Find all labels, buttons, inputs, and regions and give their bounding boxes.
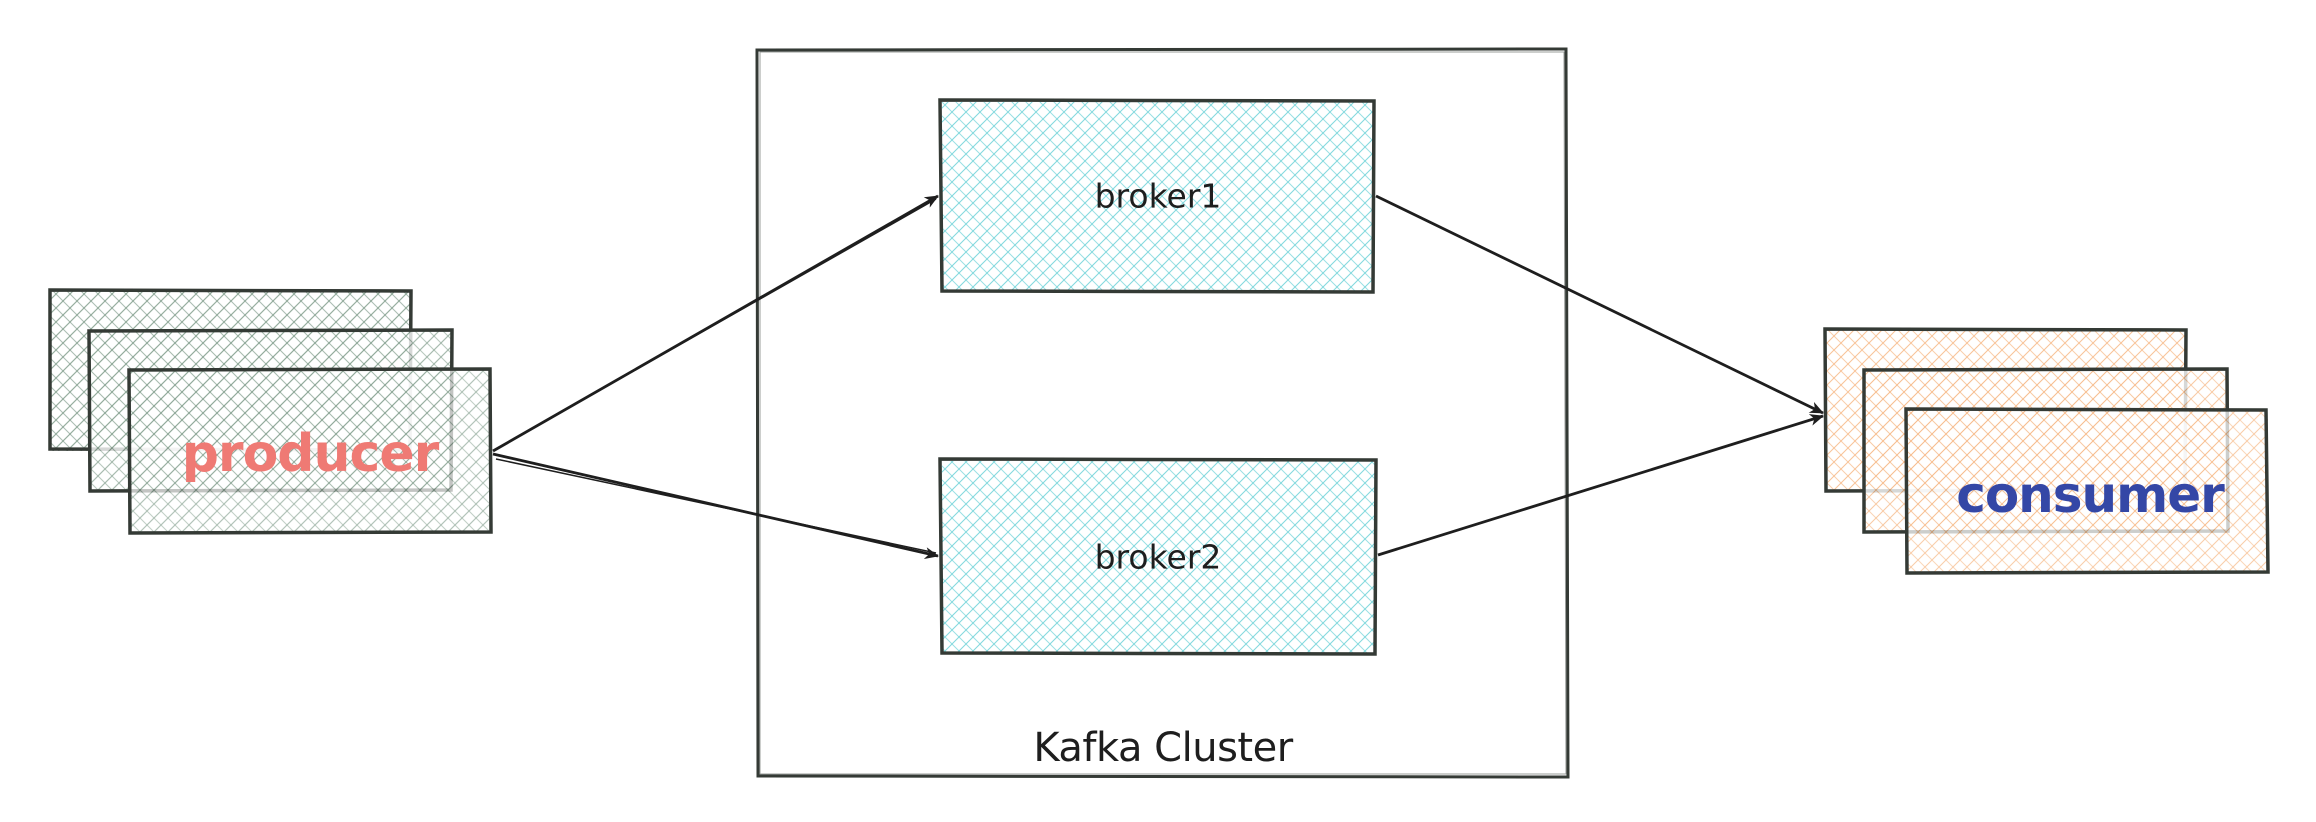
arrow-producer-to-broker2[interactable] [492,452,939,559]
broker1-box[interactable] [938,98,1376,294]
kafka-cluster-box[interactable] [755,47,1570,779]
kafka-cluster-label: Kafka Cluster [1033,725,1293,771]
broker1-label: broker1 [1094,176,1222,216]
arrow-producer-to-broker1[interactable] [492,194,939,453]
consumer-label: consumer [1956,466,2225,524]
producer-stack[interactable] [48,288,493,535]
arrow-broker1-to-consumer[interactable] [1375,194,1824,415]
producer-label: producer [181,424,440,484]
broker2-label: broker2 [1094,537,1222,577]
arrow-broker2-to-consumer[interactable] [1377,414,1824,557]
consumer-stack[interactable] [1823,327,2270,575]
broker2-box[interactable] [938,457,1378,656]
